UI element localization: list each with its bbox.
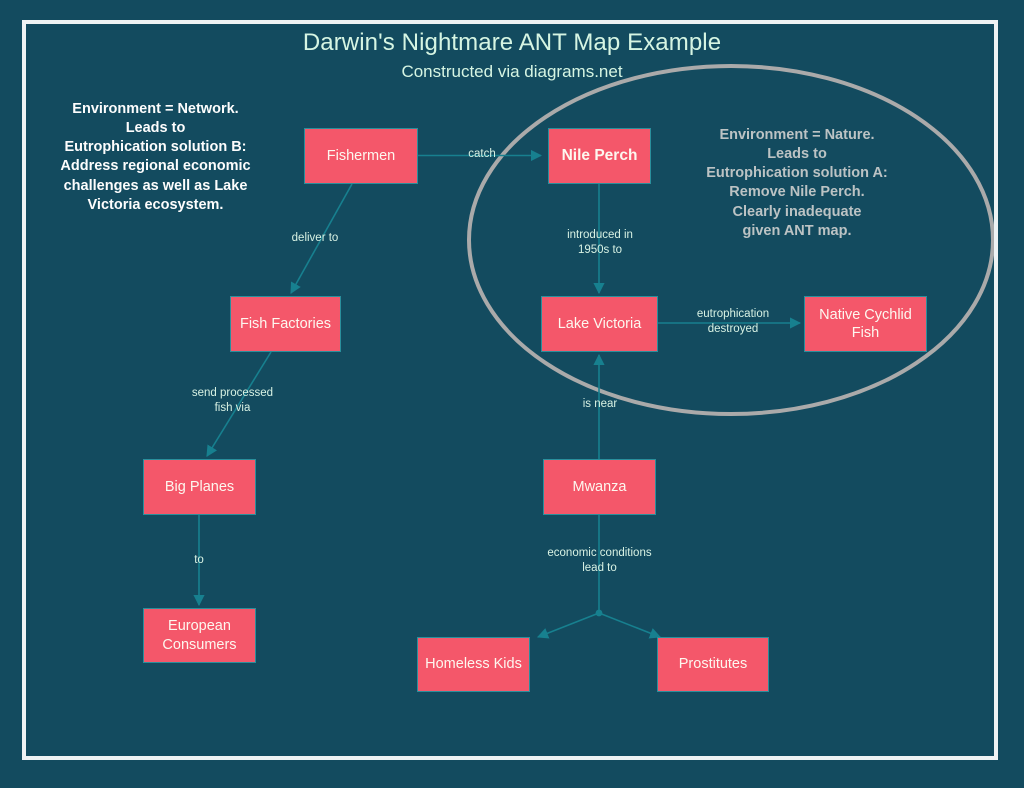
node-nile-perch[interactable]: Nile Perch bbox=[548, 128, 651, 184]
annotation-environment-nature: Environment = Nature. Leads to Eutrophic… bbox=[706, 127, 888, 239]
node-prostitutes[interactable]: Prostitutes bbox=[657, 637, 769, 692]
page-subtitle: Constructed via diagrams.net bbox=[401, 62, 623, 81]
annotation-environment-network: Environment = Network. Leads to Eutrophi… bbox=[60, 101, 251, 213]
edge-send-processed-fish-via bbox=[206, 351, 272, 457]
node-mwanza[interactable]: Mwanza bbox=[543, 459, 656, 515]
edge-to-homeless-kids bbox=[536, 612, 600, 639]
node-native-cychlid-fish[interactable]: Native Cychlid Fish bbox=[804, 296, 927, 352]
node-homeless-kids[interactable]: Homeless Kids bbox=[417, 637, 530, 692]
nature-boundary-ellipse bbox=[467, 64, 995, 416]
page-title: Darwin's Nightmare ANT Map Example bbox=[302, 29, 722, 56]
node-big-planes[interactable]: Big Planes bbox=[143, 459, 256, 515]
edge-to-prostitutes bbox=[598, 612, 662, 639]
node-european-consumers[interactable]: European Consumers bbox=[143, 608, 256, 663]
node-fishermen[interactable]: Fishermen bbox=[304, 128, 418, 184]
edge-deliver-to bbox=[290, 183, 353, 294]
node-fish-factories[interactable]: Fish Factories bbox=[230, 296, 341, 352]
node-lake-victoria[interactable]: Lake Victoria bbox=[541, 296, 658, 352]
